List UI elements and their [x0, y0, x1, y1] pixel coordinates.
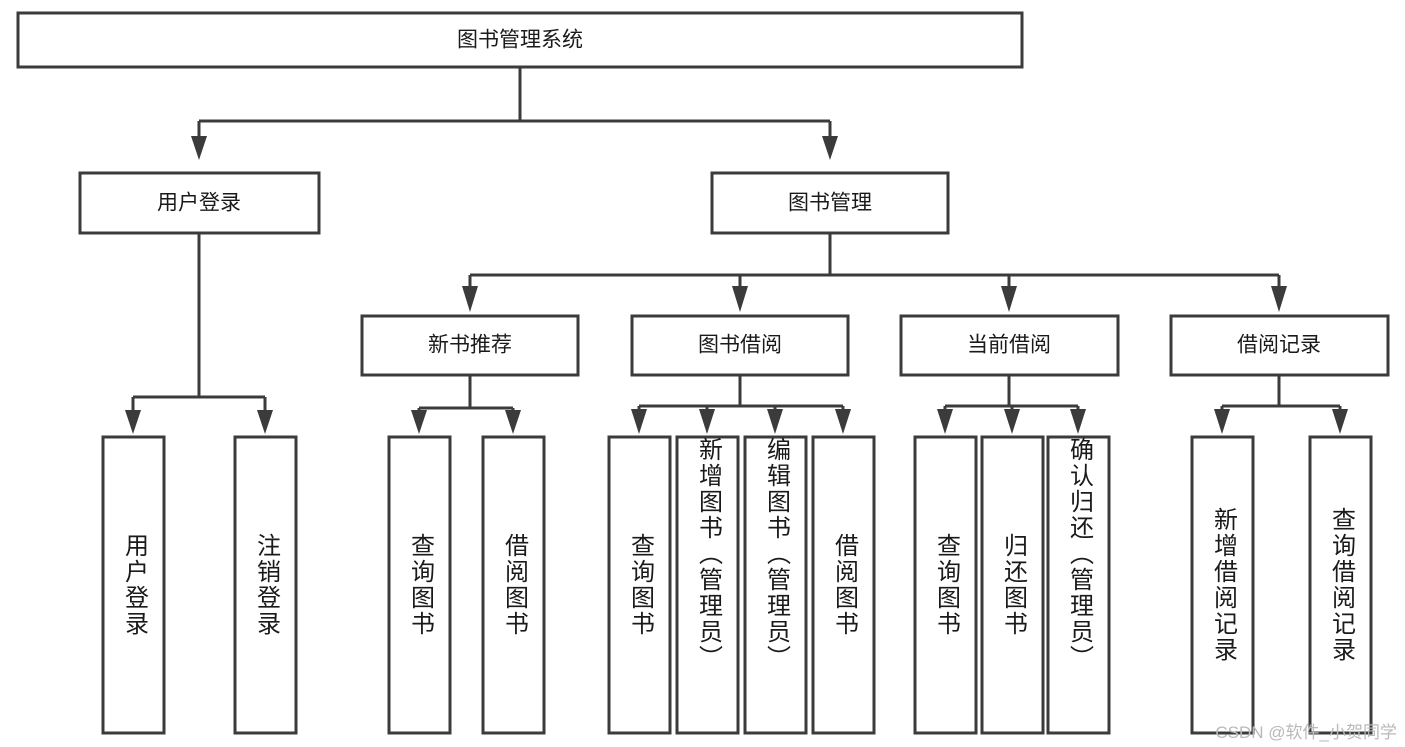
- connector-borrow-record-to-leaves: [1214, 375, 1348, 434]
- leaf-box-br-add-record[interactable]: [1190, 435, 1255, 735]
- leaf-box-cb-return-book[interactable]: [980, 435, 1045, 735]
- arrow-head-leaf-user-login: [125, 410, 141, 434]
- connector-book-borrow-to-leaves: [631, 375, 851, 434]
- node-book-manage-box: [710, 171, 950, 235]
- arrow-head-new-book: [462, 286, 478, 312]
- node-root-label: 图书管理系统: [457, 29, 583, 52]
- node-borrow-record-box: [1169, 314, 1390, 377]
- leaf-boxes-current-borrow: [913, 435, 1111, 735]
- node-root[interactable]: 图书管理系统: [16, 11, 1024, 69]
- arrow-head-borrow-record: [1271, 286, 1287, 312]
- leaf-box-bb-borrow-book[interactable]: [811, 435, 876, 735]
- arrow-head-nb-leaf-2: [505, 410, 521, 434]
- arrow-head-bb-leaf-4: [835, 409, 851, 434]
- leaf-boxes-new-book: [387, 435, 546, 735]
- node-borrow-record[interactable]: 借阅记录: [1169, 314, 1390, 377]
- watermark-text: CSDN @软件_小贺同学: [1215, 723, 1397, 742]
- node-user-login-label: 用户登录: [157, 192, 241, 215]
- leaf-box-logout[interactable]: [233, 435, 298, 735]
- node-user-login-box: [78, 171, 321, 235]
- leaf-box-bb-add-book[interactable]: [675, 435, 740, 735]
- node-new-book-box: [360, 314, 580, 377]
- arrow-head-bb-leaf-3: [767, 409, 783, 434]
- arrow-head-br-leaf-1: [1214, 409, 1230, 434]
- connector-root-to-level1: [191, 67, 838, 160]
- arrow-head-cb-leaf-2: [1004, 409, 1020, 434]
- leaf-box-bb-query-book[interactable]: [607, 435, 672, 735]
- node-book-manage-label: 图书管理: [788, 192, 872, 215]
- node-current-borrow-label: 当前借阅: [967, 334, 1051, 357]
- node-book-borrow-label: 图书借阅: [698, 334, 782, 357]
- arrow-head-bb-leaf-2: [699, 409, 715, 434]
- arrow-head-nb-leaf-1: [411, 410, 427, 434]
- node-book-borrow[interactable]: 图书借阅: [630, 314, 850, 377]
- node-book-manage[interactable]: 图书管理: [710, 171, 950, 235]
- leaf-box-user-login[interactable]: [101, 435, 166, 735]
- node-new-book-label: 新书推荐: [428, 334, 512, 357]
- node-user-login[interactable]: 用户登录: [78, 171, 321, 235]
- connector-new-book-to-leaves: [411, 375, 521, 434]
- connector-user-login-to-leaves: [125, 233, 273, 434]
- leaf-box-nb-borrow-book[interactable]: [481, 435, 546, 735]
- leaf-box-br-query-record[interactable]: [1308, 435, 1373, 735]
- connector-current-borrow-to-leaves: [937, 375, 1086, 434]
- leaf-box-cb-query-book[interactable]: [913, 435, 978, 735]
- node-new-book[interactable]: 新书推荐: [360, 314, 580, 377]
- node-borrow-record-label: 借阅记录: [1237, 334, 1321, 357]
- leaf-boxes-book-borrow: [607, 435, 876, 735]
- arrow-head-cb-leaf-3: [1070, 409, 1086, 434]
- arrow-head-current-borrow: [1001, 286, 1017, 312]
- arrow-head-user-login: [191, 136, 207, 160]
- node-root-box: [16, 11, 1024, 69]
- leaf-box-bb-edit-book[interactable]: [743, 435, 808, 735]
- arrow-head-bb-leaf-1: [631, 409, 647, 434]
- leaf-boxes-user-login: [101, 435, 298, 735]
- connector-book-manage-to-level2: [462, 233, 1287, 312]
- node-book-borrow-box: [630, 314, 850, 377]
- leaf-boxes-borrow-record: [1190, 435, 1373, 735]
- arrow-head-cb-leaf-1: [937, 409, 953, 434]
- arrow-head-book-manage: [822, 136, 838, 160]
- leaf-box-cb-confirm-return[interactable]: [1046, 435, 1111, 735]
- arrow-head-book-borrow: [732, 286, 748, 312]
- arrow-head-leaf-logout: [257, 410, 273, 434]
- node-current-borrow[interactable]: 当前借阅: [899, 314, 1120, 377]
- arrow-head-br-leaf-2: [1332, 409, 1348, 434]
- node-current-borrow-box: [899, 314, 1120, 377]
- leaf-box-nb-query-book[interactable]: [387, 435, 452, 735]
